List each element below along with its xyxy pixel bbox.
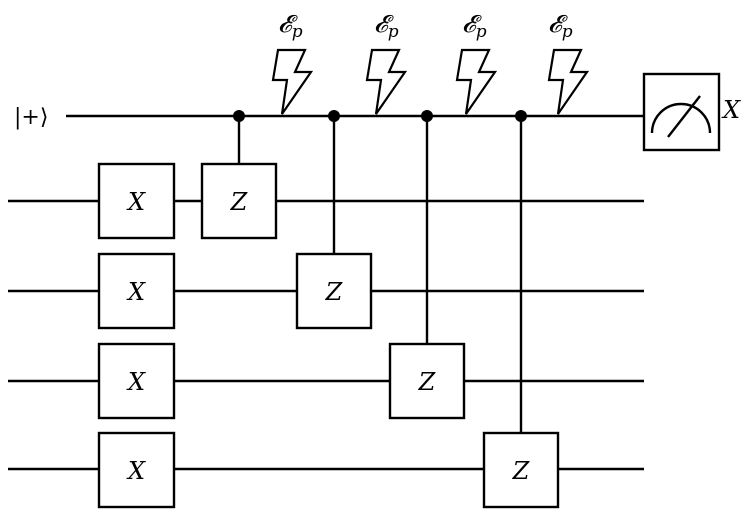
z-gate-label: Z [512,457,531,485]
x-gate-label: X [126,457,146,485]
z-gate-4: Z [482,431,560,509]
lightning-bolt-icon [455,48,498,115]
meter-icon [650,102,712,134]
lightning-bolt-icon [271,48,314,115]
noise-channel-1: 𝓔p [271,10,314,115]
noise-label: 𝓔p [462,10,487,42]
z-gate-1: Z [200,162,278,240]
control-dot-1 [233,110,245,122]
meter-needle [667,95,701,138]
z-gate-label: Z [418,368,437,396]
z-gate-label: Z [325,278,344,306]
measurement-basis-label: X [721,96,741,124]
noise-subscript: p [562,22,573,42]
x-gate-3: X [97,342,176,420]
x-gate-label: X [126,278,146,306]
control-dot-3 [421,110,433,122]
noise-label: 𝓔p [548,10,573,42]
x-gate-label: X [126,368,146,396]
lightning-bolt-icon [547,48,590,115]
z-gate-2: Z [295,252,373,330]
noise-channel-4: 𝓔p [547,10,590,115]
lightning-bolt-icon [365,48,408,115]
noise-subscript: p [292,22,303,42]
noise-label: 𝓔p [278,10,303,42]
control-dot-4 [515,110,527,122]
noise-label: 𝓔p [374,10,399,42]
x-gate-2: X [97,252,176,330]
z-gate-label: Z [230,188,249,216]
noise-channel-3: 𝓔p [455,10,498,115]
measurement-gate [642,72,721,152]
input-state-label: |+⟩ [14,105,48,130]
x-gate-1: X [97,162,176,240]
noise-channel-2: 𝓔p [365,10,408,115]
noise-subscript: p [476,22,487,42]
z-gate-3: Z [388,342,466,420]
noise-subscript: p [388,22,399,42]
x-gate-label: X [126,188,146,216]
x-gate-4: X [97,431,176,509]
control-dot-2 [328,110,340,122]
